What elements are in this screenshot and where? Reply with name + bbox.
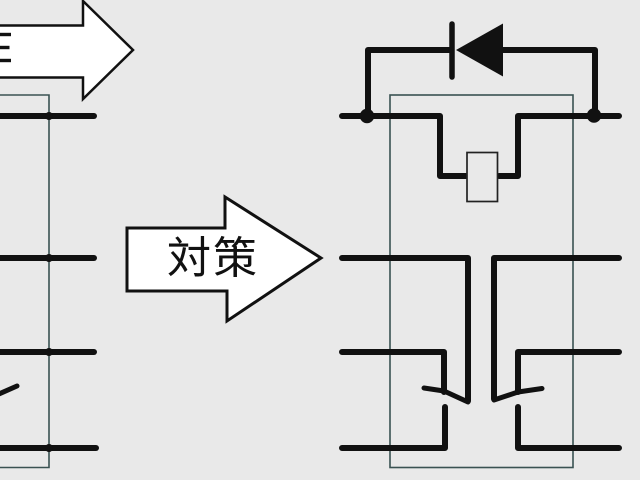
countermeasure-arrow: 対策 xyxy=(125,194,324,324)
upper-switch-right-wire xyxy=(491,255,622,402)
countermeasure-label: 対策 xyxy=(167,234,259,283)
diode-right-arm-wire xyxy=(500,47,598,119)
switch-arrow-left xyxy=(421,385,471,405)
diode-left-arm-wire xyxy=(365,47,453,119)
junction-dot-left xyxy=(359,108,375,124)
countermeasure-module-circuit xyxy=(339,21,622,469)
resistor-left-wire xyxy=(339,113,469,179)
countermeasure-arrow-shape xyxy=(125,194,324,324)
junction-dot-right xyxy=(586,108,602,123)
emitter-line-right xyxy=(515,404,622,451)
gate-line-left xyxy=(339,349,447,395)
resistor-right-wire xyxy=(496,113,622,179)
upper-switch-left-wire xyxy=(339,255,471,404)
junction-dot xyxy=(45,444,53,452)
resistor-box xyxy=(466,151,499,203)
original-module-circuit-partial xyxy=(0,94,99,469)
switch-arrow-right xyxy=(491,386,545,403)
module-box xyxy=(389,94,574,469)
clipped-kanji-strokes-icon xyxy=(0,32,11,63)
diode-triangle xyxy=(456,23,503,77)
junction-dot xyxy=(45,254,53,262)
diode-icon xyxy=(449,21,503,80)
before-arrow xyxy=(0,0,135,102)
emitter-line-left xyxy=(339,404,448,451)
gate-line-right xyxy=(515,349,622,395)
module-box xyxy=(0,94,50,469)
junction-dot xyxy=(45,112,53,120)
switch-arrow-fragment xyxy=(0,383,20,397)
junction-dot xyxy=(45,348,53,356)
before-arrow-shape xyxy=(0,0,135,102)
junction-dots xyxy=(45,112,53,452)
terminal-stubs xyxy=(0,113,99,451)
